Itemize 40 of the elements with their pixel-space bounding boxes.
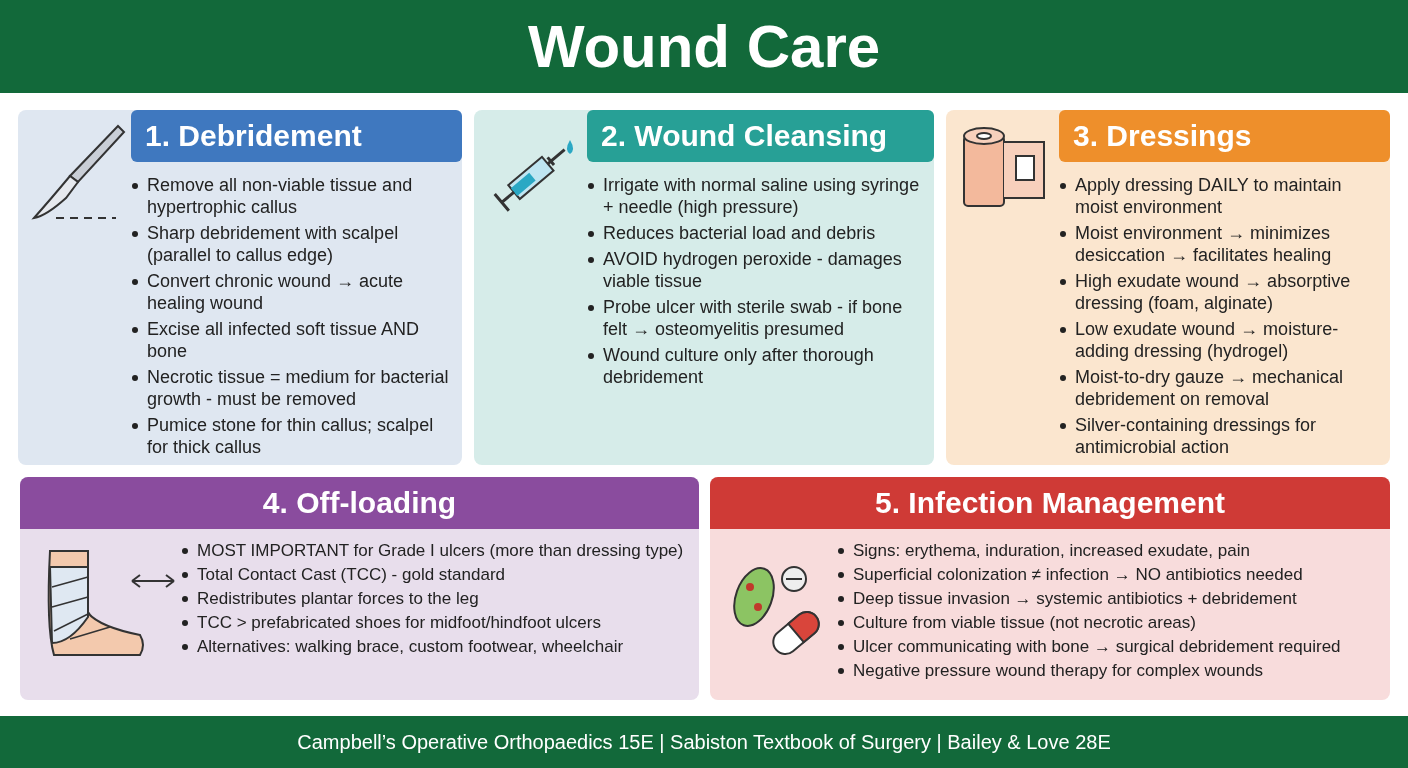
section-panel — [20, 477, 699, 700]
bullet-item: Necrotic tissue = medium for bacterial growth - must be removed — [132, 366, 452, 410]
bullet-item: Superficial colonization ≠ infection → NO antibiotics needed — [838, 563, 1382, 587]
section-heading: 1. Debridement — [131, 110, 462, 162]
bullet-item: Convert chronic wound → acute healing wound — [132, 270, 452, 314]
bullet-item: Apply dressing DAILY to maintain moist environment — [1060, 174, 1380, 218]
bullet-item: Signs: erythema, induration, increased exudate, pain — [838, 539, 1382, 563]
bullet-item: Low exudate wound → moisture-adding dressing (hydrogel) — [1060, 318, 1380, 362]
title: Wound Care — [527, 16, 881, 77]
section-heading: 2. Wound Cleansing — [587, 110, 934, 162]
section-heading: 3. Dressings — [1059, 110, 1390, 162]
bullet-item: Deep tissue invasion → systemic antibiotics + debridement — [838, 587, 1382, 611]
bullet-item: AVOID hydrogen peroxide - damages viable tissue — [588, 248, 924, 292]
bullet-item: TCC > prefabricated shoes for midfoot/hindfoot ulcers — [182, 611, 689, 635]
bullet-item: Alternatives: walking brace, custom footwear, wheelchair — [182, 635, 689, 659]
bullet-item: Sharp debridement with scalpel (parallel to callus edge) — [132, 222, 452, 266]
section-panel — [710, 477, 1390, 700]
bullet-item: Reduces bacterial load and debris — [588, 222, 924, 244]
bullet-item: Remove all non-viable tissue and hypertrophic callus — [132, 174, 452, 218]
bullet-item: Silver-containing dressings for antimicrobial action — [1060, 414, 1380, 458]
bullet-item: Irrigate with normal saline using syringe + needle (high pressure) — [588, 174, 924, 218]
bullet-item: Moist environment → minimizes desiccation → facilitates healing — [1060, 222, 1380, 266]
section-heading: 5. Infection Management — [710, 477, 1390, 529]
section-panel — [18, 110, 462, 465]
bullet-item: Wound culture only after thorough debridement — [588, 344, 924, 388]
bullet-item: Excise all infected soft tissue AND bone — [132, 318, 452, 362]
bullet-item: Moist-to-dry gauze → mechanical debridement on removal — [1060, 366, 1380, 410]
section-panel — [474, 110, 934, 465]
bullet-item: High exudate wound → absorptive dressing (foam, alginate) — [1060, 270, 1380, 314]
bullet-item: Negative pressure wound therapy for complex wounds — [838, 659, 1382, 683]
bullet-item: Probe ulcer with sterile swab - if bone felt → osteomyelitis presumed — [588, 296, 924, 340]
bullet-item: Culture from viable tissue (not necrotic areas) — [838, 611, 1382, 635]
bullet-item: MOST IMPORTANT for Grade I ulcers (more than dressing type) — [182, 539, 689, 563]
section-heading: 4. Off-loading — [20, 477, 699, 529]
section-panel — [946, 110, 1390, 465]
caption: Campbell’s Operative Orthopaedics 15E | Sabiston Textbook of Surgery | Bailey & Love 28E — [297, 730, 1111, 755]
bullet-item: Pumice stone for thin callus; scalpel for thick callus — [132, 414, 452, 458]
bullet-item: Total Contact Cast (TCC) - gold standard — [182, 563, 689, 587]
bullet-item: Ulcer communicating with bone → surgical debridement required — [838, 635, 1382, 659]
bullet-item: Redistributes plantar forces to the leg — [182, 587, 689, 611]
